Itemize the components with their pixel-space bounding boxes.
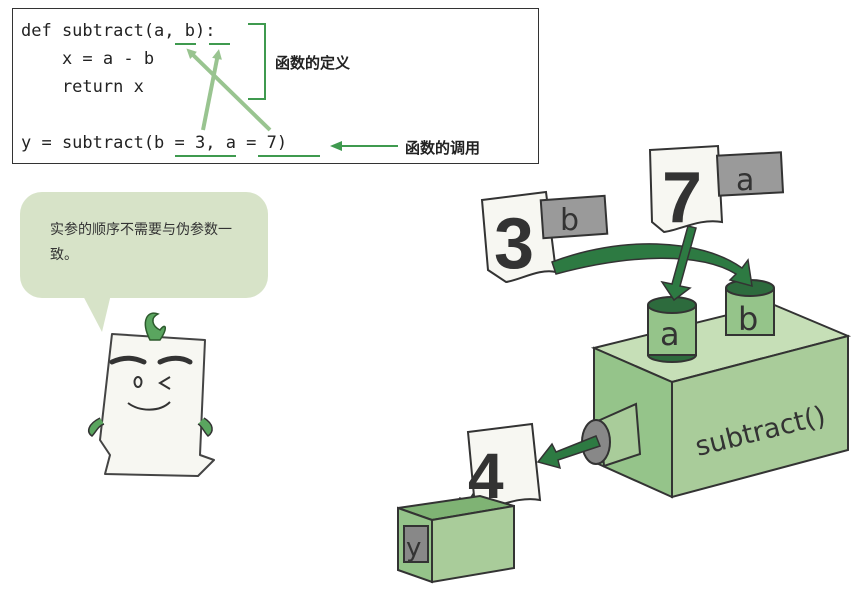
definition-bracket bbox=[248, 23, 266, 100]
right-hand bbox=[197, 417, 213, 437]
flag-a-value: 7 bbox=[662, 158, 702, 238]
binding-arrows bbox=[186, 48, 272, 132]
flag-a bbox=[648, 144, 785, 234]
call-label: 函数的调用 bbox=[405, 139, 481, 157]
flag-a-name: a bbox=[736, 163, 754, 198]
subtract-machine bbox=[581, 279, 852, 499]
right-eye bbox=[158, 376, 171, 390]
speech-tail bbox=[80, 290, 112, 332]
left-hand bbox=[87, 417, 105, 437]
param-underlines bbox=[175, 43, 320, 157]
definition-label: 函数的定义 bbox=[275, 54, 351, 72]
code-box bbox=[12, 8, 539, 164]
slot-a-label: a bbox=[660, 315, 680, 353]
flag-b-value: 3 bbox=[494, 204, 534, 284]
code-line-assign: x = a - b bbox=[21, 49, 155, 69]
slot-b-label: b bbox=[738, 300, 758, 338]
output-name: y bbox=[406, 533, 421, 563]
flag-b-name: b bbox=[560, 203, 579, 238]
left-eye bbox=[133, 376, 143, 388]
left-eyebrow bbox=[109, 355, 147, 365]
output-box bbox=[397, 494, 515, 584]
sprout-icon bbox=[144, 312, 166, 341]
right-eyebrow bbox=[157, 355, 193, 365]
code-line-return: return x bbox=[21, 77, 144, 97]
speech-bubble bbox=[20, 192, 268, 298]
smile bbox=[127, 401, 171, 411]
paper-character bbox=[87, 312, 215, 477]
code-line-def: def subtract(a, b): bbox=[21, 21, 216, 41]
code-line-call: y = subtract(b = 3, a = 7) bbox=[21, 133, 288, 153]
speech-text: 实参的顺序不需要与伪参数一致。 bbox=[50, 222, 232, 263]
